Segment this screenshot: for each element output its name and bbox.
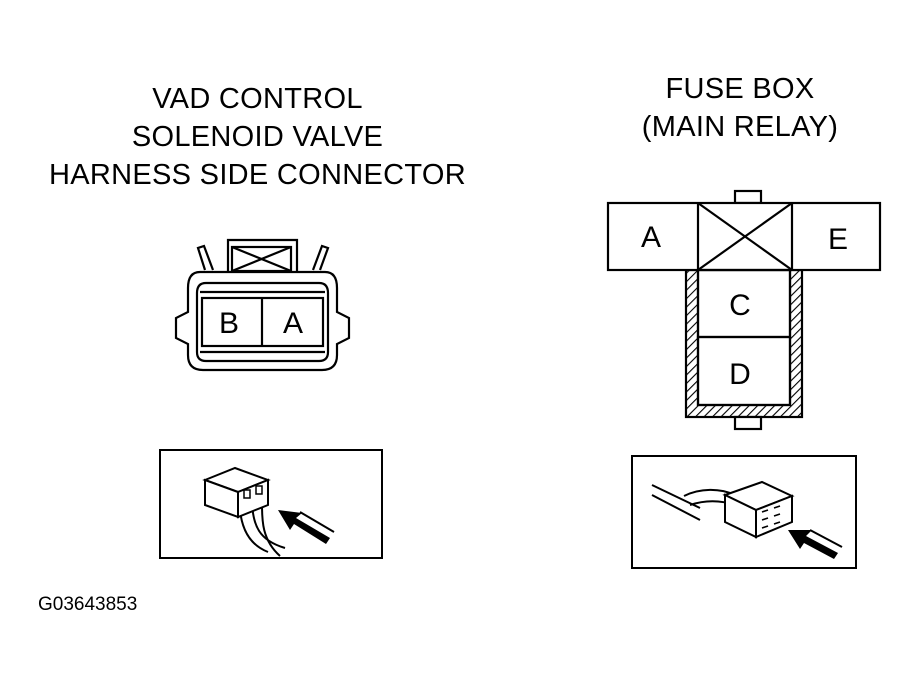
pin-a-label: A xyxy=(283,307,303,340)
title-line-2: (MAIN RELAY) xyxy=(641,111,839,143)
title-line-3: HARNESS SIDE CONNECTOR xyxy=(49,159,466,191)
pin-e-label: E xyxy=(828,223,848,256)
probe-inset-right xyxy=(631,455,857,569)
fuse-box-title: FUSE BOX (MAIN RELAY) xyxy=(620,70,860,146)
title-line-2: SOLENOID VALVE xyxy=(131,121,384,153)
probe-inset-left xyxy=(159,449,383,559)
pin-b-label: B xyxy=(219,307,239,340)
vad-solenoid-connector-title: VAD CONTROL SOLENOID VALVE HARNESS SIDE … xyxy=(20,80,495,194)
figure-id-label: G03643853 xyxy=(38,594,138,615)
pin-a-label: A xyxy=(641,221,661,254)
pin-d-label: D xyxy=(729,358,751,391)
title-line-1: VAD CONTROL xyxy=(152,83,363,115)
vad-connector-shape xyxy=(174,238,351,372)
title-line-1: FUSE BOX xyxy=(665,73,815,105)
pin-c-label: C xyxy=(729,289,751,322)
main-relay-connector-shape xyxy=(606,189,882,431)
